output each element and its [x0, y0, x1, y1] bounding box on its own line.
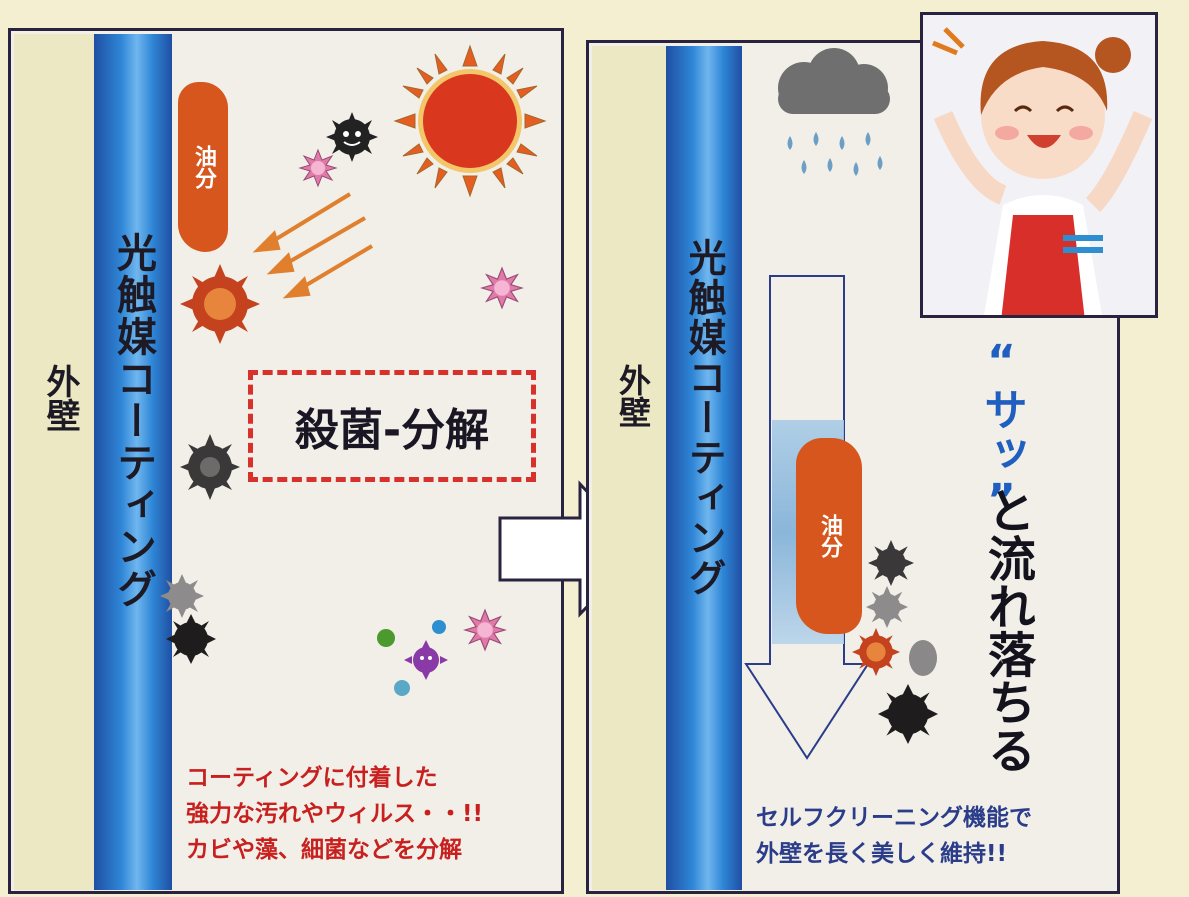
right-coating-label: 光触媒コーティング [682, 238, 726, 598]
left-caption-line: カビや藻、細菌などを分解 [186, 837, 462, 863]
germ-icon [394, 680, 410, 696]
happy-woman-illustration [920, 12, 1158, 318]
flow-down-text: と流れ落ちる [979, 486, 1035, 774]
left-oil-label: 油分 [191, 145, 216, 189]
germ-icon [878, 684, 938, 744]
left-wall-label: 外壁 [40, 364, 80, 432]
right-wall: 外壁 [592, 46, 666, 890]
left-caption-line: コーティングに付着した [186, 765, 438, 791]
sterilize-decompose-label: 殺菌-分解 [248, 370, 536, 482]
left-coating: 光触媒コーティング [94, 34, 172, 890]
germ-icon [909, 640, 937, 676]
right-oil-stain: 油分 [796, 438, 862, 634]
right-caption: セルフクリーニング機能で 外壁を長く美しく維持!! [756, 800, 1032, 872]
germ-icon [480, 266, 524, 310]
germ-icon [868, 540, 914, 586]
germ-icon [432, 620, 446, 634]
right-oil-label: 油分 [817, 514, 842, 558]
germ-icon [160, 574, 204, 618]
germ-icon [377, 629, 395, 647]
left-oil-stain: 油分 [178, 82, 228, 252]
left-wall: 外壁 [14, 34, 94, 890]
rain-cloud-icon [778, 48, 890, 176]
right-caption-line: セルフクリーニング機能で [756, 805, 1032, 831]
germ-icon [404, 640, 448, 680]
germ-icon [326, 112, 378, 162]
sterilize-decompose-text: 殺菌-分解 [294, 405, 490, 456]
flow-down-arrow [744, 275, 870, 760]
germ-icon [298, 148, 338, 188]
sunlight-arrows [252, 192, 374, 299]
germ-icon [852, 628, 900, 676]
sun-icon [393, 44, 547, 198]
right-coating: 光触媒コーティング [666, 46, 742, 890]
germ-icon [463, 608, 507, 652]
left-coating-label: 光触媒コーティング [110, 232, 156, 610]
germ-icon [180, 434, 240, 500]
right-wall-label: 外壁 [614, 364, 652, 428]
left-caption-line: 強力な汚れやウィルス・・!! [186, 801, 483, 827]
onomatopoeia-text: “サッ” [976, 336, 1027, 526]
germ-icon [166, 614, 216, 664]
germ-icon [866, 586, 908, 628]
right-caption-line: 外壁を長く美しく維持!! [756, 841, 1007, 867]
germ-icon [180, 264, 260, 344]
left-caption: コーティングに付着した 強力な汚れやウィルス・・!! カビや藻、細菌などを分解 [186, 760, 483, 868]
